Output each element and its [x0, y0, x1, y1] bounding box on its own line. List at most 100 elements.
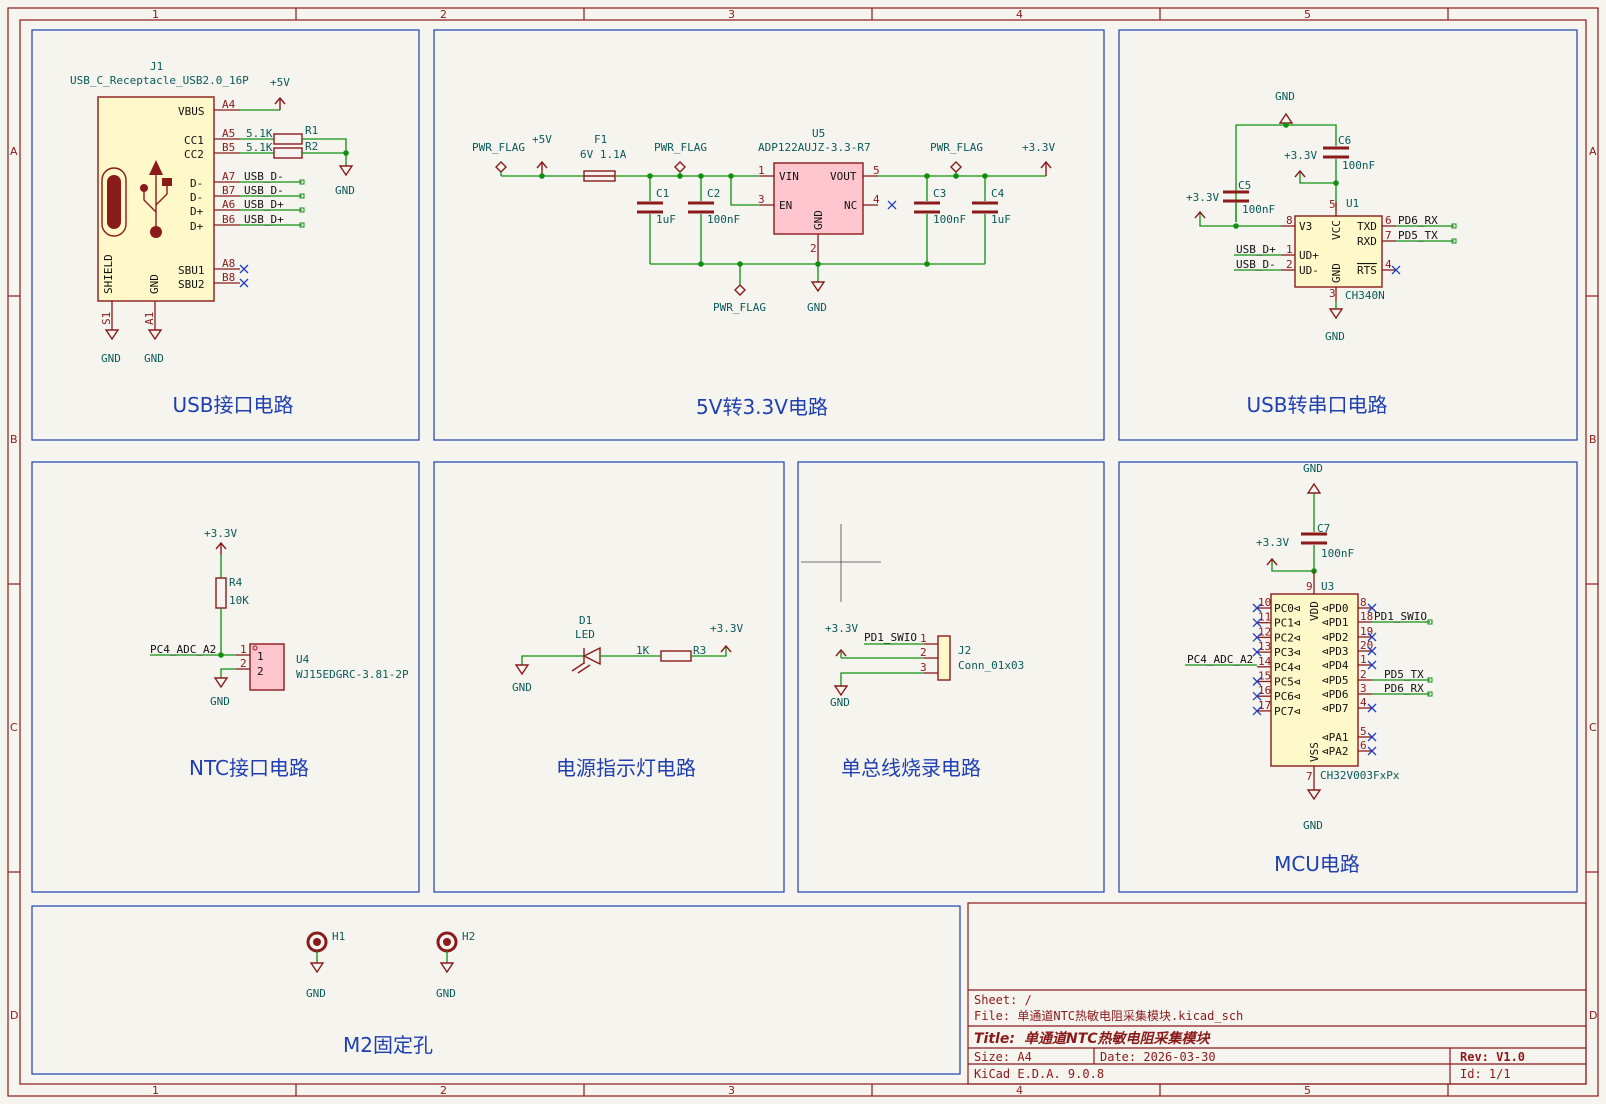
u3-num-18: 18: [1360, 610, 1373, 623]
r4-ref: R4: [229, 576, 243, 589]
tb-date: Date: 2026-03-30: [1100, 1050, 1216, 1064]
pwr-flag-3: PWR_FLAG: [930, 141, 983, 154]
u5-pin-nc: NC: [844, 199, 857, 212]
title-block: Sheet: / File: 单通道NTC热敏电阻采集模块.kicad_sch …: [967, 902, 1587, 1085]
u1-pin-vcc: VCC: [1330, 220, 1343, 240]
j1-num-a8: A8: [222, 257, 235, 270]
tb-file: File: 单通道NTC热敏电阻采集模块.kicad_sch: [974, 1008, 1243, 1023]
u3-num-6: 6: [1360, 739, 1367, 752]
u1-num-6: 6: [1385, 214, 1392, 227]
u3-pin-pa2: ⊲PA2: [1322, 745, 1349, 758]
u3-pin-pd6: ⊲PD6: [1322, 688, 1349, 701]
j2-body: [937, 635, 951, 681]
u3-num-11: 11: [1258, 611, 1271, 624]
r1-ref: R1: [305, 124, 318, 137]
block-ldo: [433, 29, 1105, 441]
j1-pin-cc1: CC1: [184, 134, 204, 147]
zone-row-c-right: C: [1589, 721, 1597, 734]
swio-gnd: GND: [830, 696, 850, 709]
mcu-circuit: GND C7 100nF +3.3V 9 U3 VDD VSS 7 CH32V0…: [1185, 462, 1433, 832]
u3-pin-pd1: ⊲PD1: [1322, 616, 1349, 629]
net-pd1-swio-mcu: PD1_SWIO: [1374, 610, 1427, 623]
zone-row-a: A: [10, 145, 18, 158]
j1-num-b5: B5: [222, 141, 235, 154]
pwr-flag-icon-4: [734, 284, 746, 296]
u3-pin-pc7: PC7⊲: [1274, 705, 1301, 718]
net-pd5-tx-uart: PD5_TX: [1398, 229, 1438, 242]
j1-num-b7: B7: [222, 184, 235, 197]
u5-pin-vin: VIN: [779, 170, 799, 183]
usb-connector-j1: J1 USB_C_Receptacle_USB2.0_16P VBUS CC1 …: [70, 60, 249, 330]
u3-pin-pd5: ⊲PD5: [1322, 674, 1349, 687]
usb-data-nets: USB_D- USB_D- USB_D+ USB_D+: [240, 170, 305, 228]
c5-ref: C5: [1238, 179, 1251, 192]
u4-pin-2: 2: [257, 665, 264, 678]
j1-value: USB_C_Receptacle_USB2.0_16P: [70, 74, 249, 87]
u1-num-7: 7: [1385, 229, 1392, 242]
u3-pin-pc5: PC5⊲: [1274, 676, 1301, 689]
c1-ref: C1: [656, 187, 669, 200]
c3-value: 100nF: [933, 213, 966, 226]
j1-pin-vbus: VBUS: [178, 105, 205, 118]
ldo-gnd: GND: [807, 301, 827, 314]
led-circuit: D1 LED GND 1K R3 +3.3V: [512, 614, 743, 694]
u3-pin-pc6: PC6⊲: [1274, 690, 1301, 703]
zone-row-c: C: [10, 721, 18, 734]
net-usb-dp-2: USB_D+: [244, 213, 284, 226]
j1-num-a5: A5: [222, 127, 235, 140]
c5-value: 100nF: [1242, 203, 1275, 216]
zone-labels: 1 2 3 4 5 1 2 3 4 5 A B C D A B C D: [10, 8, 1597, 1097]
c6-value: 100nF: [1342, 159, 1375, 172]
pwr-flag-2: PWR_FLAG: [654, 141, 707, 154]
mcu-plus33: +3.3V: [1256, 536, 1289, 549]
u1-pin-udp: UD+: [1299, 249, 1319, 262]
r3-ref: R3: [693, 644, 706, 657]
u3-num-10: 10: [1258, 596, 1271, 609]
j1-num-s1: S1: [100, 312, 113, 325]
uart-circuit: GND C6 100nF +3.3V C5 100nF +3.3V U1 V3: [1186, 90, 1457, 343]
h1-ref: H1: [332, 930, 345, 943]
j1-num-a1: A1: [143, 312, 156, 325]
uart-plus33-left: +3.3V: [1186, 191, 1219, 204]
zone-row-b: B: [10, 433, 18, 446]
r3-value: 1K: [636, 644, 650, 657]
usb-cc-gnd: GND: [335, 184, 355, 197]
pwr-flag-4: PWR_FLAG: [713, 301, 766, 314]
mounting-holes: H1 GND H2 GND: [306, 930, 475, 1000]
j1-num-b6: B6: [222, 213, 235, 226]
usb-gnd-s1: GND: [101, 352, 121, 365]
u5-num-4: 4: [873, 193, 880, 206]
zone-row-a-right: A: [1589, 145, 1597, 158]
ldo-plus5-label: +5V: [532, 133, 552, 146]
u1-num-5: 5: [1329, 198, 1336, 211]
u3-pin-pd2: ⊲PD2: [1322, 631, 1349, 644]
net-pd1-swio: PD1_SWIO: [864, 631, 917, 644]
block-usb: [31, 29, 420, 441]
u5-pin-vout: VOUT: [830, 170, 857, 183]
net-usb-dp-uart: USB_D+: [1236, 243, 1276, 256]
j2-num-3: 3: [920, 661, 927, 674]
c7-value: 100nF: [1321, 547, 1354, 560]
uart-gnd-bottom: GND: [1325, 330, 1345, 343]
u3-value: CH32V003FxPx: [1320, 769, 1400, 782]
u1-body: [1294, 215, 1383, 288]
u3-pin-pd0: ⊲PD0: [1322, 602, 1349, 615]
u1-value: CH340N: [1345, 289, 1385, 302]
u1-num-2: 2: [1286, 258, 1293, 271]
j1-pin-dp2: D+: [190, 220, 204, 233]
zone-row-d-right: D: [1589, 1009, 1597, 1022]
net-pd6-rx-uart: PD6_RX: [1398, 214, 1438, 227]
j1-num-a7: A7: [222, 170, 235, 183]
title-usb: USB接口电路: [172, 393, 293, 417]
usb-sbu-noconnect: [239, 264, 249, 288]
ntc-plus33: +3.3V: [204, 527, 237, 540]
j2-num-2: 2: [920, 646, 927, 659]
j1-pin-cc2: CC2: [184, 148, 204, 161]
u3-num-9: 9: [1306, 580, 1313, 593]
zone-col-1-bottom: 1: [152, 1084, 159, 1097]
u3-pin-pc0: PC0⊲: [1274, 602, 1301, 615]
u3-num-14: 14: [1258, 655, 1272, 668]
c2-value: 100nF: [707, 213, 740, 226]
u4-body: [249, 643, 285, 691]
